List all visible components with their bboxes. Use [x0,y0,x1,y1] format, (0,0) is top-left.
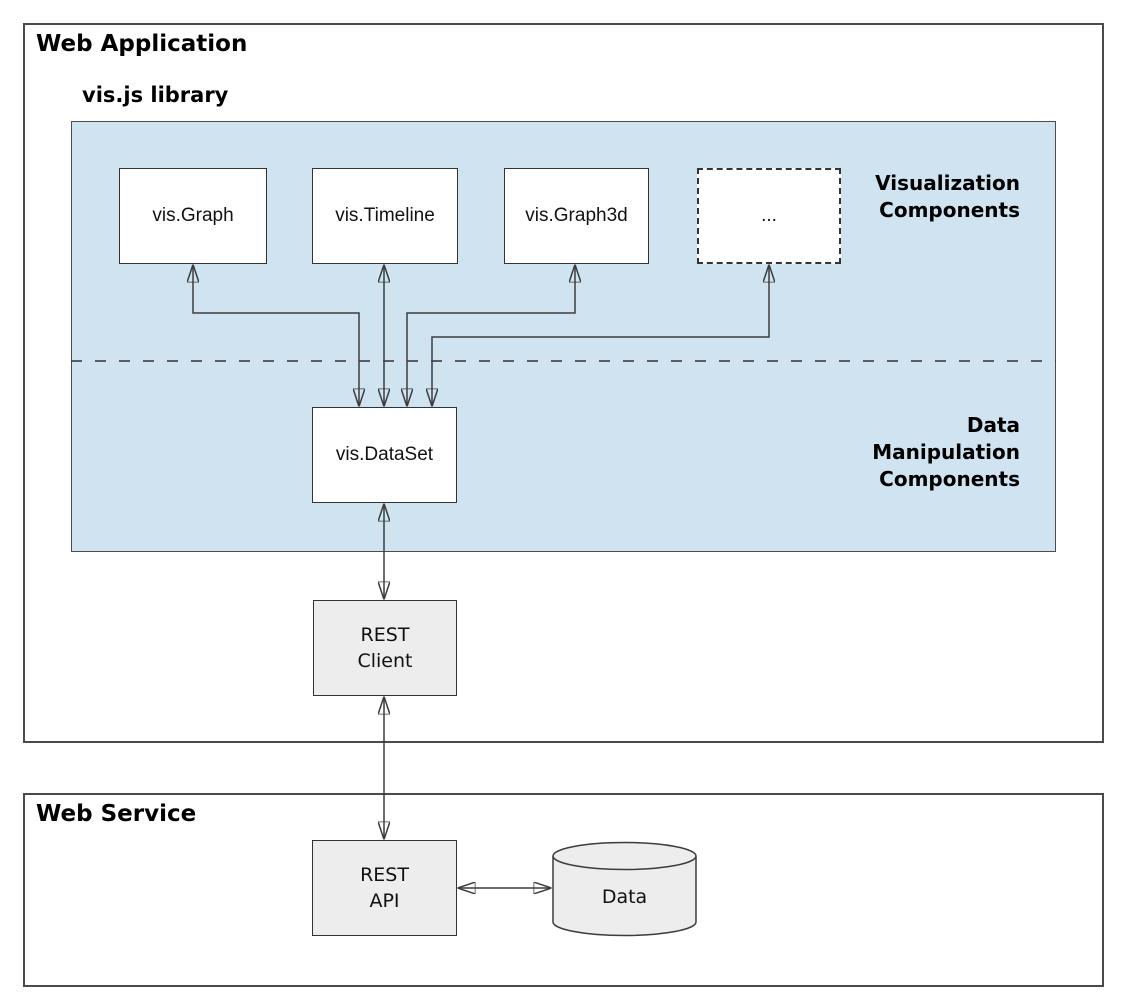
database-cylinder-icon [552,841,697,937]
web-application-title: Web Application [36,31,248,57]
node-vis-timeline: vis.Timeline [312,168,458,264]
node-vis-dataset: vis.DataSet [312,407,457,503]
node-rest-api-label-line2: API [369,890,400,912]
data-manipulation-components-label: Data Manipulation Components [790,412,1020,493]
node-data-store-label: Data [601,886,648,908]
node-rest-api-label-line1: REST [360,864,409,886]
node-data-store: Data [552,841,697,937]
visualization-components-label-line2: Components [879,198,1020,222]
node-vis-graph-label: vis.Graph [152,205,234,226]
visualization-components-label-line1: Visualization [875,171,1020,195]
data-manipulation-label-line1: Data [966,413,1020,437]
node-more-components-label: ... [761,205,777,226]
data-manipulation-label-line2: Manipulation [872,440,1020,464]
connector-graph-dataset [193,266,359,405]
node-rest-client-label-line2: Client [357,650,413,672]
node-rest-client-label-line1: REST [360,624,410,646]
node-vis-graph: vis.Graph [119,168,267,264]
web-service-title: Web Service [36,801,197,827]
node-rest-api: REST API [312,840,457,936]
connector-more-dataset [432,266,769,405]
visualization-components-label: Visualization Components [790,170,1020,224]
node-vis-graph3d-label: vis.Graph3d [525,205,628,226]
node-vis-dataset-label: vis.DataSet [335,444,434,465]
node-more-components: ... [697,168,841,264]
node-rest-client: REST Client [313,600,457,696]
data-manipulation-label-line3: Components [879,467,1020,491]
vis-js-library-title: vis.js library [82,83,229,107]
node-vis-graph3d: vis.Graph3d [504,168,649,264]
node-vis-timeline-label: vis.Timeline [335,205,435,226]
